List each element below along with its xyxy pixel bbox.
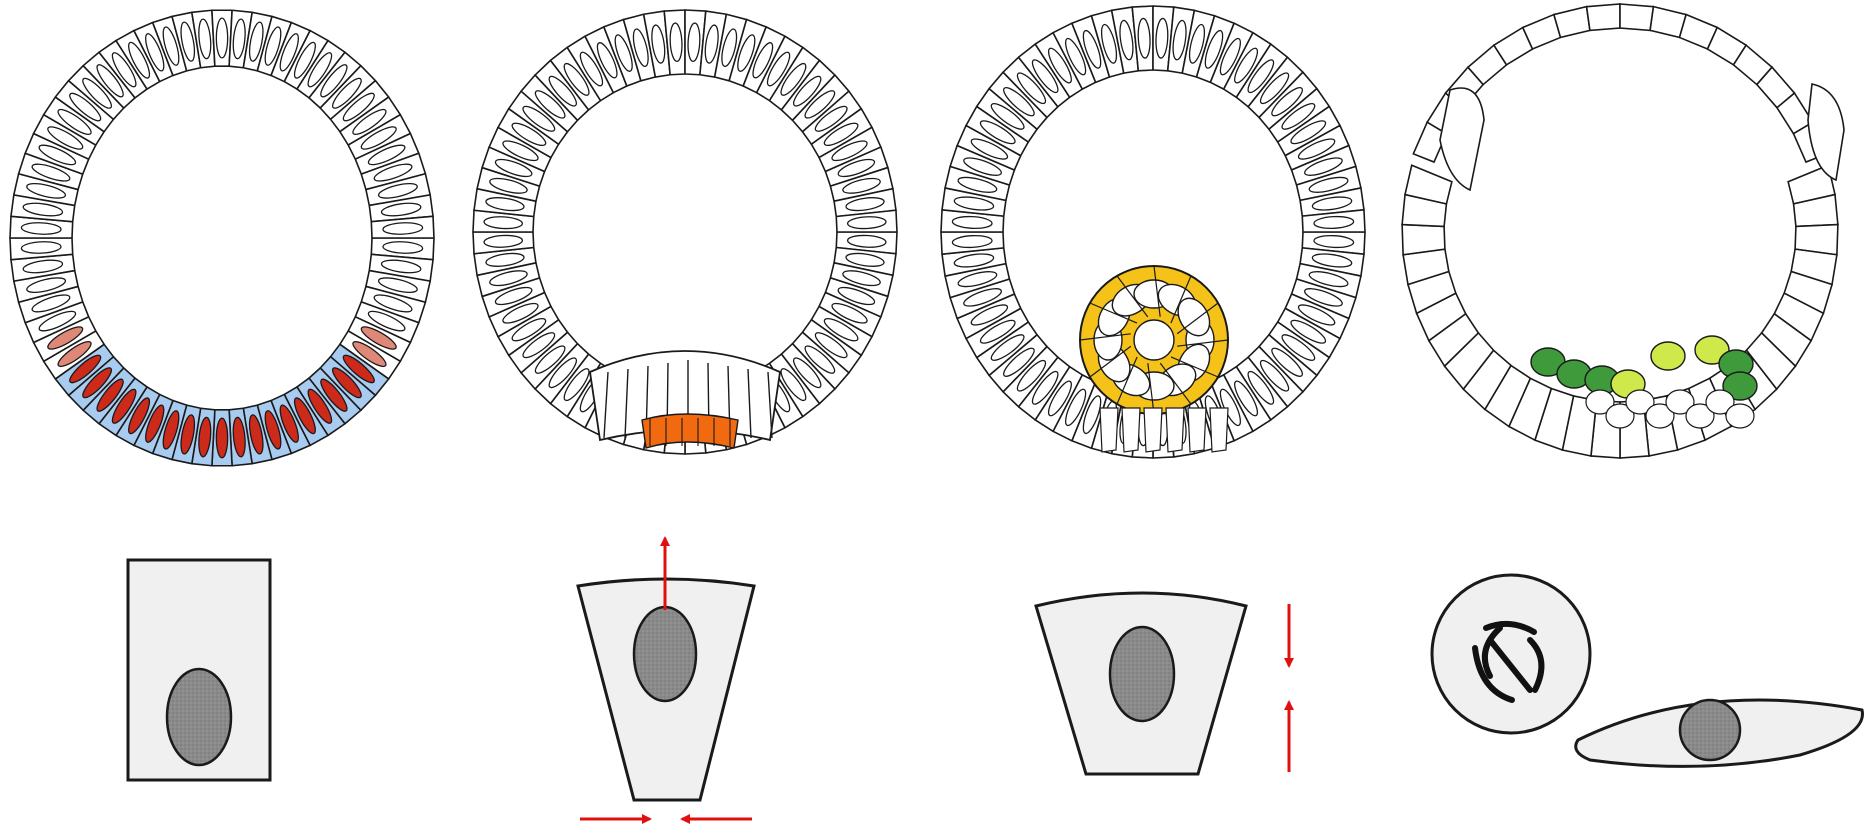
nucleus — [1110, 627, 1174, 721]
cell-shape-mitotic-and-flattened — [1432, 575, 1862, 766]
cell-shape-wedge-apical-constriction — [578, 538, 754, 819]
nucleus — [634, 607, 696, 701]
nucleus — [1680, 700, 1740, 760]
cell-shape-columnar — [128, 560, 270, 780]
embryo-stage-3 — [941, 6, 1365, 458]
embryo-stage-2 — [473, 10, 897, 454]
embryo-stage-1 — [10, 10, 434, 465]
mitotic-cell — [1432, 575, 1590, 733]
cell-shape-inverted-wedge — [1036, 593, 1289, 774]
nucleus — [167, 669, 231, 765]
embryo-stage-4 — [1402, 4, 1844, 458]
